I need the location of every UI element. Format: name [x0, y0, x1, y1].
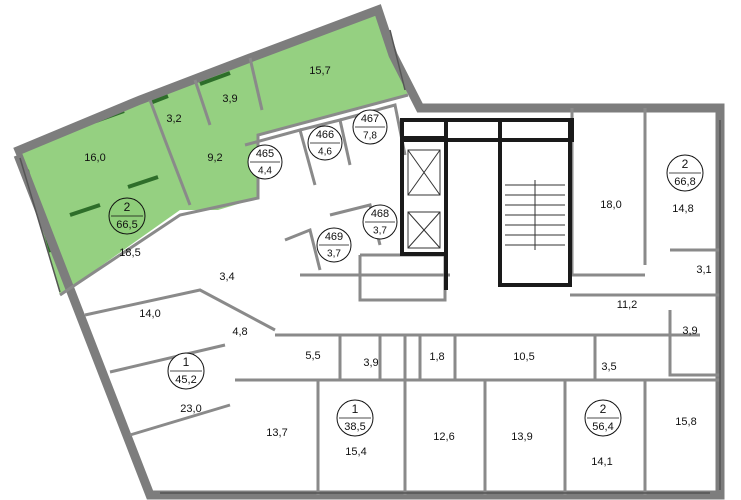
apartment-rooms: 2 [124, 200, 131, 214]
apartment-badge-2-56-4[interactable]: 2 56,4 [584, 399, 622, 437]
storage-badge-466[interactable]: 466 4,6 [307, 125, 343, 161]
room-area: 1,8 [429, 351, 444, 363]
apartment-badge-2-66-8[interactable]: 2 66,8 [666, 154, 704, 192]
elevator-1 [407, 149, 441, 249]
room-area: 5,5 [305, 350, 320, 362]
storage-number: 465 [256, 148, 274, 160]
room-area: 13,7 [266, 427, 287, 439]
room-area: 4,8 [232, 326, 247, 338]
room-area: 14,8 [672, 203, 693, 215]
room-area: 10,5 [513, 351, 534, 363]
room-area: 12,6 [433, 431, 454, 443]
windows [19, 29, 721, 494]
storage-number: 466 [316, 129, 334, 141]
outer-walls [13, 4, 725, 500]
apartment-badge-1-38-5[interactable]: 1 38,5 [336, 399, 374, 437]
interior-walls [59, 57, 720, 495]
apartment-rooms: 2 [600, 402, 607, 416]
room-area: 14,1 [591, 456, 612, 468]
apartment-total: 38,5 [344, 421, 365, 433]
storage-number: 468 [371, 208, 389, 220]
room-area: 16,0 [84, 152, 105, 164]
storage-area: 7,8 [363, 131, 377, 142]
room-area: 15,4 [345, 446, 366, 458]
room-area: 15,7 [309, 65, 330, 77]
storage-badge-465[interactable]: 465 4,4 [247, 144, 283, 180]
stairs [505, 180, 565, 250]
building-core [400, 118, 574, 290]
storage-number: 469 [325, 231, 343, 243]
room-area: 3,9 [363, 357, 378, 369]
room-area: 18,5 [119, 247, 140, 259]
room-area: 3,9 [682, 325, 697, 337]
storage-badge-468[interactable]: 468 3,7 [362, 204, 398, 240]
room-area: 18,0 [600, 199, 621, 211]
apartment-rooms: 1 [183, 355, 190, 369]
room-area: 11,2 [617, 299, 638, 311]
room-area: 15,8 [675, 416, 696, 428]
apartment-total: 45,2 [175, 374, 196, 386]
room-area: 23,0 [180, 403, 201, 415]
apartment-badge-1-45-2[interactable]: 1 45,2 [167, 352, 205, 390]
room-area: 3,2 [166, 113, 181, 125]
apartment-badge-2-66-5[interactable]: 2 66,5 [108, 197, 146, 235]
room-area: 9,2 [207, 152, 222, 164]
apartment-total: 66,8 [674, 176, 695, 188]
room-area: 3,9 [222, 93, 237, 105]
apartment-rooms: 2 [682, 157, 689, 171]
apartment-rooms: 1 [352, 402, 359, 416]
storage-badge-469[interactable]: 469 3,7 [316, 227, 352, 263]
apartment-total: 66,5 [116, 219, 137, 231]
room-area: 3,5 [601, 361, 616, 373]
room-area: 3,4 [219, 271, 234, 283]
storage-area: 4,4 [258, 166, 272, 177]
storage-badge-467[interactable]: 467 7,8 [352, 109, 388, 145]
room-area: 3,1 [696, 264, 711, 276]
storage-number: 467 [361, 113, 379, 125]
room-area: 14,0 [139, 308, 160, 320]
storage-area: 3,7 [373, 226, 387, 237]
storage-area: 3,7 [327, 249, 341, 260]
storage-area: 4,6 [318, 147, 332, 158]
apartment-total: 56,4 [592, 421, 613, 433]
room-labels: 15,7 3,9 3,2 16,0 9,2 18,5 3,4 14,0 4,8 … [84, 65, 711, 468]
room-area: 13,9 [511, 431, 532, 443]
